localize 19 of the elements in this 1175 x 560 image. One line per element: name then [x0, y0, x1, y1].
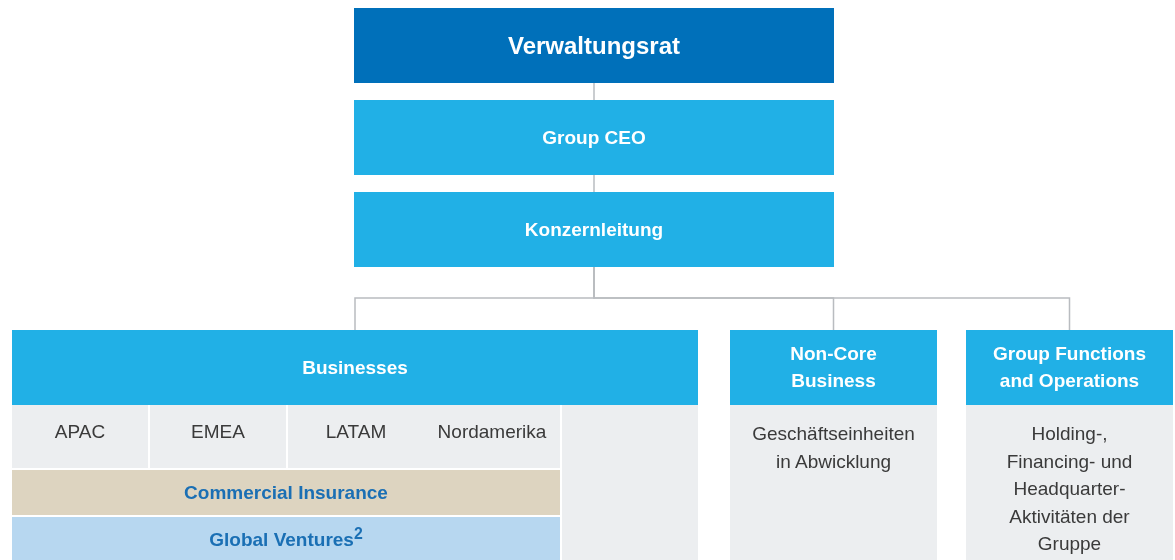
- segment-band: Global Ventures$^{2}$: [12, 517, 560, 560]
- management-box: Konzernleitung: [354, 192, 834, 267]
- region-cell: LATAM: [288, 405, 424, 468]
- unit-header: Non-Core Business: [730, 330, 937, 405]
- connector-line: [593, 174, 595, 193]
- management-box: Businesses: [12, 330, 698, 405]
- empty-cell: [562, 405, 698, 560]
- management-box: Group CEO: [354, 100, 834, 175]
- connector-line: [593, 82, 595, 101]
- unit-card: [730, 330, 937, 560]
- unit-description: Holding-, Financing- und Headquarter-Aktivitäten der Gruppe: [1005, 422, 1134, 557]
- unit-card: [966, 330, 1173, 560]
- unit-description: Geschäftseinheiten in Abwicklung: [752, 422, 915, 474]
- segment-band: Commercial Insurance: [12, 470, 560, 515]
- region-cell: APAC: [12, 405, 148, 468]
- region-cell: EMEA: [150, 405, 286, 468]
- region-cell: Nordamerika: [424, 405, 560, 468]
- board-box: Verwaltungsrat: [354, 8, 834, 83]
- unit-header: Group Functions and Operations: [966, 330, 1173, 405]
